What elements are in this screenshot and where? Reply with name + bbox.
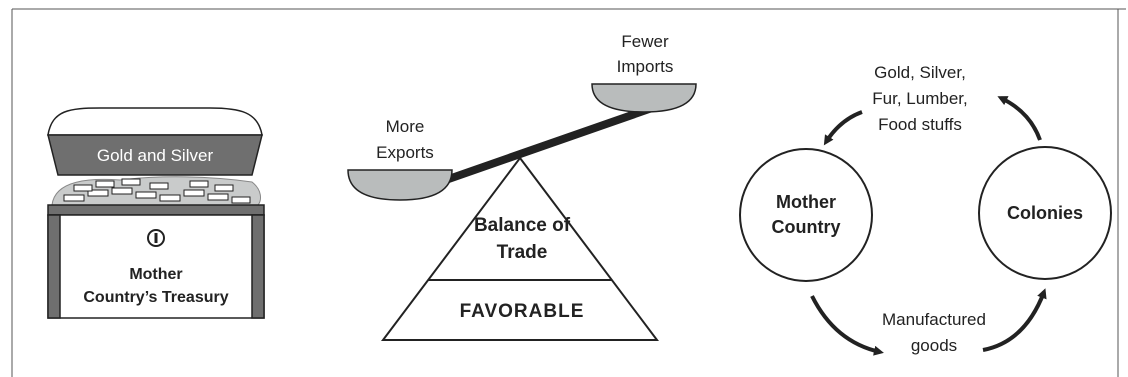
gold-bar	[231, 196, 251, 204]
gold-bar	[73, 184, 93, 192]
gold-bar	[189, 180, 209, 188]
left-pan-label-line1: More	[386, 117, 425, 136]
right-pan-imports	[591, 83, 697, 113]
manufactured-goods-line2: goods	[911, 336, 957, 355]
colonies-label: Colonies	[1007, 203, 1083, 223]
gold-bar	[183, 189, 205, 197]
chest-rim	[47, 204, 265, 216]
keyhole-icon	[154, 233, 158, 243]
gold-bar	[214, 184, 234, 192]
pyramid-label-line2: Trade	[497, 242, 548, 263]
treasure-pile-top	[47, 107, 263, 136]
balance-scale: More Exports Fewer Imports Balance of Tr…	[347, 32, 697, 341]
trade-cycle: Mother Country Colonies Gold, Silver, Fu…	[739, 63, 1112, 356]
arrow-to-colonies	[982, 288, 1047, 352]
gold-bar	[111, 187, 133, 195]
treasury-chest: Gold and Silver Mother C	[47, 107, 265, 319]
gold-bar	[95, 180, 115, 188]
arrow-to-mother-country	[823, 110, 863, 146]
right-pan-label-line2: Imports	[617, 57, 674, 76]
treasury-title-line1: Mother	[129, 266, 182, 283]
pyramid-label-line1: Balance of	[474, 215, 571, 236]
left-pan-exports	[347, 169, 453, 201]
chest-left-strap	[47, 214, 61, 319]
gold-bar	[135, 191, 157, 199]
gold-bar	[207, 193, 229, 201]
pyramid	[380, 156, 660, 341]
gold-bar	[159, 194, 181, 202]
mother-country-circle	[739, 148, 873, 282]
gold-bars	[63, 178, 251, 204]
chest-right-strap	[251, 214, 265, 319]
mother-country-line2: Country	[772, 217, 841, 237]
manufactured-goods-line1: Manufactured	[882, 310, 986, 329]
mother-country-line1: Mother	[776, 192, 836, 212]
chest-label: Gold and Silver	[97, 146, 214, 165]
raw-materials-line3: Food stuffs	[878, 115, 962, 134]
gold-bar	[121, 178, 141, 186]
colonies-circle	[978, 146, 1112, 280]
left-pan-label-line2: Exports	[376, 143, 434, 162]
right-pan-label-line1: Fewer	[621, 32, 669, 51]
gold-bar	[149, 182, 169, 190]
pyramid-base-label: FAVORABLE	[460, 301, 585, 322]
gold-bar	[87, 189, 109, 197]
arrow-from-colonies	[997, 96, 1042, 141]
arrow-from-mother-country	[810, 295, 884, 356]
gold-bar	[63, 194, 85, 202]
raw-materials-line2: Fur, Lumber,	[872, 89, 967, 108]
raw-materials-line1: Gold, Silver,	[874, 63, 966, 82]
gold-silver-band	[47, 134, 263, 176]
treasury-title-line2: Country’s Treasury	[83, 289, 228, 306]
